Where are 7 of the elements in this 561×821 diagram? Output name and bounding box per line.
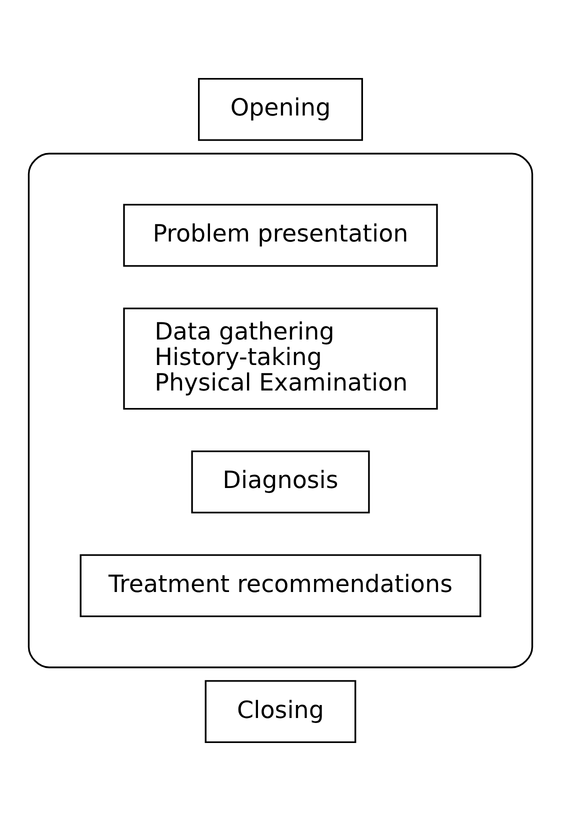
- node-box: Opening: [198, 78, 363, 141]
- node-box: Treatment recommendations: [80, 554, 482, 618]
- cluster: [28, 152, 534, 668]
- node-box: Problem presentation: [123, 204, 438, 267]
- node-box: Diagnosis: [191, 450, 370, 514]
- node-box: Data gathering History-taking Physical Examination: [123, 308, 438, 410]
- node-box: Closing: [204, 680, 356, 744]
